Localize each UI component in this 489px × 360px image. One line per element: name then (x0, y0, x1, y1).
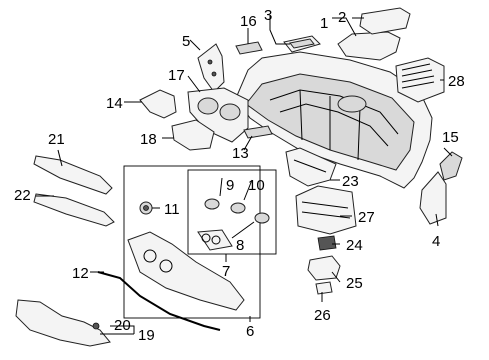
part-bracket-13 (243, 125, 273, 139)
callout-2: 2 (338, 9, 346, 26)
callout-3: 3 (264, 7, 272, 24)
part-trim-14 (139, 89, 177, 119)
part-small-panel (283, 35, 321, 53)
callout-19: 19 (138, 327, 155, 344)
callout-5: 5 (182, 33, 190, 50)
callout-14: 14 (106, 95, 123, 112)
part-module-28 (395, 57, 445, 103)
group-box-6 (123, 165, 261, 319)
callout-8: 8 (236, 237, 244, 254)
callout-22: 22 (14, 187, 31, 204)
part-end-cap-4 (419, 171, 447, 225)
part-center-bezel (127, 231, 245, 311)
part-column-cover-18 (171, 119, 215, 151)
callout-26: 26 (314, 307, 331, 324)
instrument-panel-carrier (235, 51, 433, 189)
callout-16: 16 (240, 13, 257, 30)
part-side-vent-15 (439, 151, 463, 181)
callout-17: 17 (168, 67, 185, 84)
callout-11: 11 (164, 201, 180, 218)
callout-20: 20 (114, 317, 131, 334)
part-bracket-25 (307, 255, 341, 281)
callout-labels: 1 2 3 4 5 6 7 8 9 10 11 12 13 14 15 16 1… (14, 7, 465, 344)
part-control-knobs (197, 198, 270, 251)
callout-1: 1 (320, 15, 328, 32)
callout-10: 10 (248, 177, 265, 194)
callout-21: 21 (48, 131, 65, 148)
part-lower-trim-20 (15, 299, 111, 347)
part-bracket-16 (235, 41, 263, 55)
callout-9: 9 (226, 177, 234, 194)
part-switch-24 (317, 235, 337, 251)
part-cluster-housing-17 (187, 87, 249, 143)
callout-6: 6 (246, 323, 254, 340)
callout-7: 7 (222, 263, 230, 280)
part-cover-lid (359, 7, 411, 35)
part-trim-strip-21 (33, 155, 113, 195)
callout-27: 27 (358, 209, 375, 226)
part-upper-pad (337, 31, 401, 61)
callout-13: 13 (232, 145, 249, 162)
part-knob-11 (139, 201, 153, 215)
group-box-7 (187, 169, 277, 255)
callout-15: 15 (442, 129, 459, 146)
callout-18: 18 (140, 131, 157, 148)
callout-23: 23 (342, 173, 359, 190)
callout-4: 4 (432, 233, 440, 250)
part-tab-26 (315, 281, 333, 295)
part-bar-12 (97, 271, 221, 331)
leader-lines (36, 16, 453, 335)
callout-12: 12 (72, 265, 89, 282)
part-trim-strip-22 (33, 193, 115, 227)
callout-25: 25 (346, 275, 363, 292)
callout-24: 24 (346, 237, 363, 254)
part-side-bracket-5 (197, 43, 225, 93)
part-console-box-27 (295, 185, 357, 235)
callout-28: 28 (448, 73, 465, 90)
